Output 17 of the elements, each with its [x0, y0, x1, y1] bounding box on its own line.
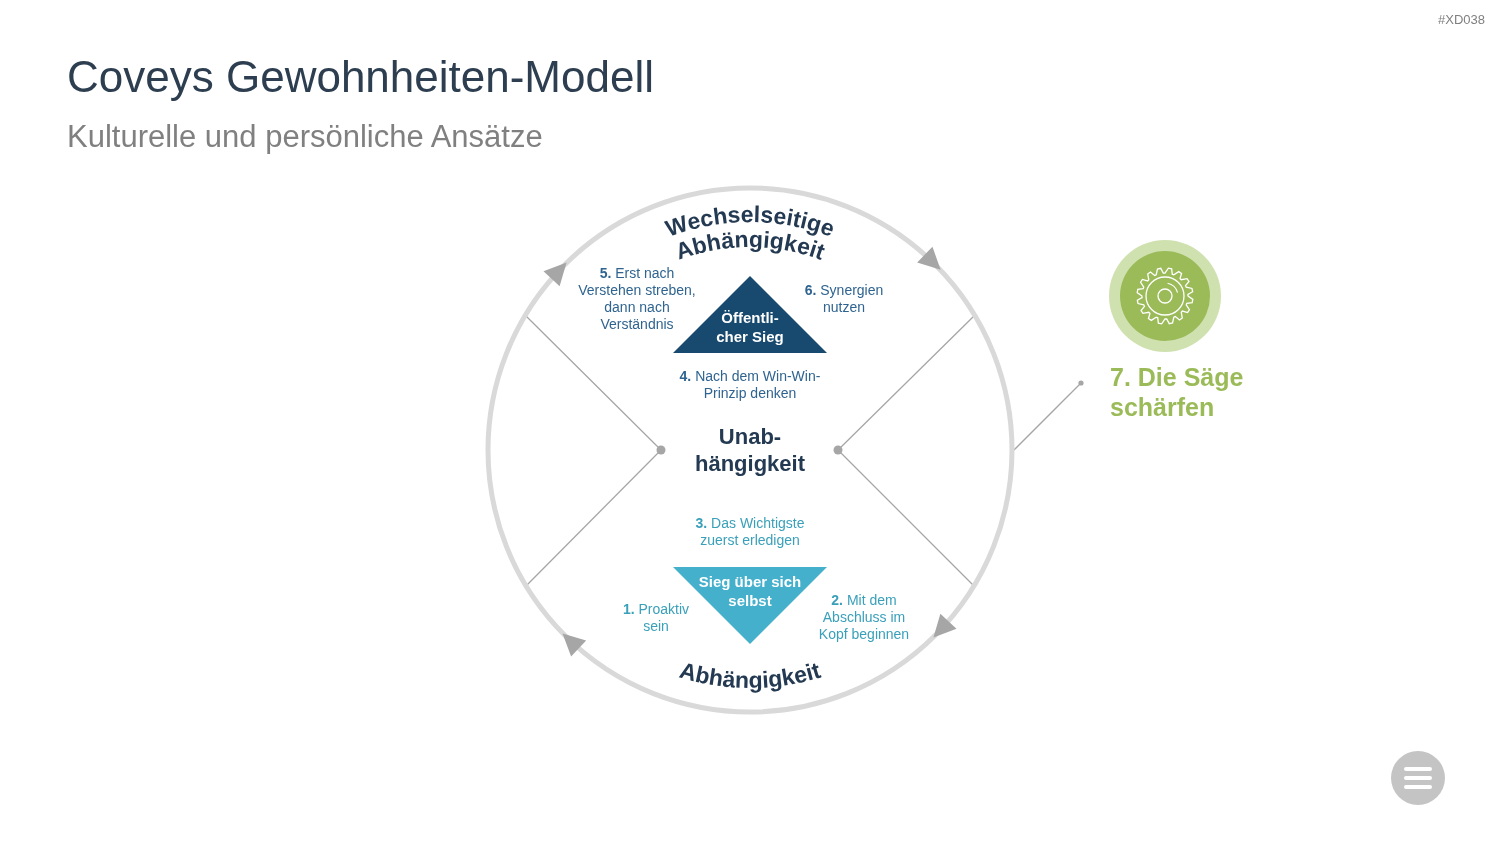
cycle-ring	[485, 185, 1015, 715]
stage-heading: Abhängigkeit	[676, 656, 824, 694]
leader-line	[1013, 380, 1084, 451]
habit-label: 6. Synergien nutzen	[803, 282, 885, 316]
stage-heading: Unab- hängigkeit	[694, 423, 806, 477]
habit-label: 3. Das Wichtigste zuerst erledigen	[694, 515, 806, 549]
stage-heading: Wechselseitige Abhängigkeit	[662, 201, 838, 265]
habit-title: 7. Die Säge schärfen	[1110, 362, 1245, 422]
victory-label: Sieg über sich selbst	[697, 572, 803, 610]
slide-code: #XD038	[1437, 11, 1485, 28]
subtitle: Kulturelle und persönliche Ansätze	[67, 118, 544, 156]
title: Coveys Gewohnheiten-Modell	[67, 52, 654, 102]
habit-label: 5. Erst nach Verstehen streben, dann nach Verständnis	[577, 265, 697, 333]
habit-label: 4. Nach dem Win-Win-Prinzip denken	[678, 368, 822, 402]
habit-label: 1. Proaktiv sein	[621, 601, 691, 635]
habit-label: 2. Mit dem Abschluss im Kopf beginnen	[817, 592, 911, 643]
victory-label: Öffentli- cher Sieg	[715, 308, 785, 346]
